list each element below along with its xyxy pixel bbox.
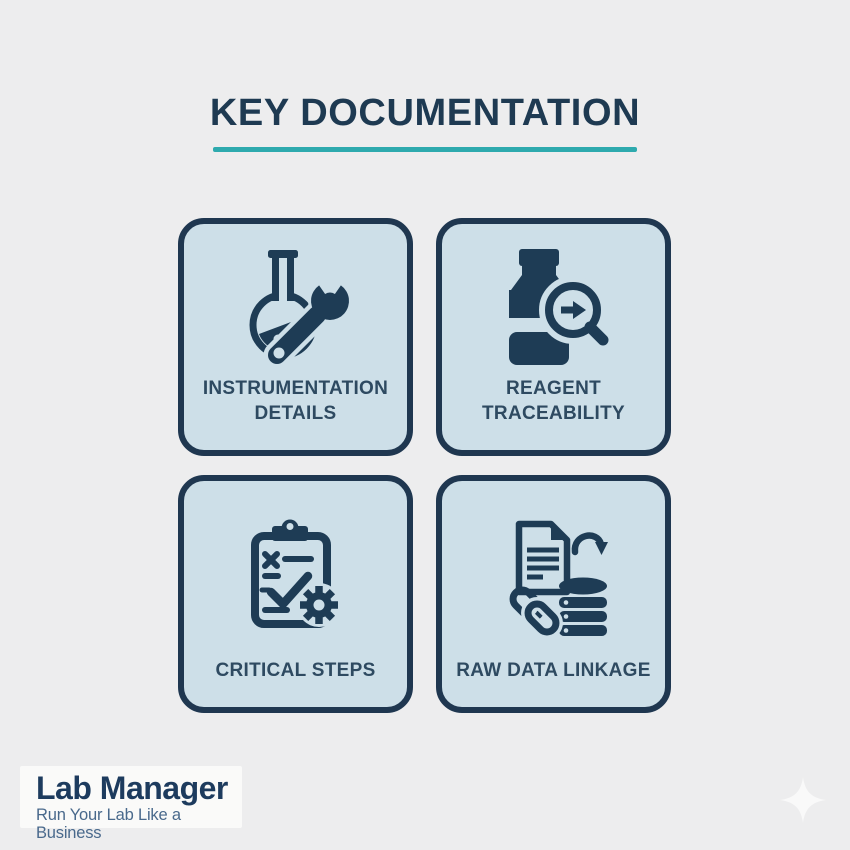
sparkle-icon	[779, 776, 827, 824]
card-label: CRITICAL STEPS	[215, 659, 376, 681]
card-label: RAW DATA LINKAGE	[456, 659, 651, 681]
page-title: KEY DOCUMENTATION	[209, 92, 641, 134]
card-raw-data-linkage: RAW DATA LINKAGE	[436, 475, 671, 713]
clipboard-gear-icon	[231, 495, 361, 659]
card-label: REAGENT TRACEABILITY	[482, 378, 625, 424]
card-label: INSTRUMENTATION DETAILS	[202, 378, 389, 424]
card-grid: INSTRUMENTATION DETAILS REAGENT TRAC	[178, 218, 672, 713]
brand-name: Lab Manager	[36, 770, 228, 806]
document-database-link-icon	[489, 495, 619, 659]
card-critical-steps: CRITICAL STEPS	[178, 475, 413, 713]
bottle-magnifier-icon	[489, 238, 619, 377]
card-reagent-traceability: REAGENT TRACEABILITY	[436, 218, 671, 456]
title-underline-divider	[213, 147, 637, 152]
brand-tagline: Run Your Lab Like a Business	[36, 806, 181, 843]
flask-wrench-icon	[231, 238, 361, 377]
brand-logo: Lab Manager Run Your Lab Like a Business	[20, 766, 242, 842]
card-instrumentation-details: INSTRUMENTATION DETAILS	[178, 218, 413, 456]
